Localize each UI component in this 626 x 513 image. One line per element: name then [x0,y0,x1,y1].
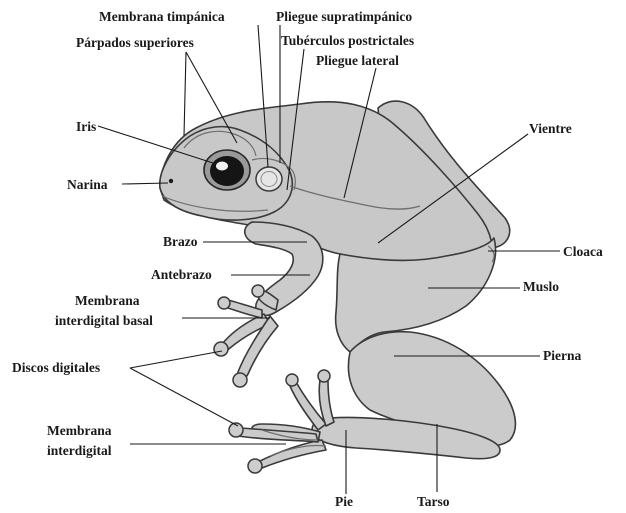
label-cloaca: Cloaca [563,244,603,259]
toe-disc-2 [248,459,262,473]
line-discos-1 [130,351,222,368]
toe-disc-3 [286,374,298,386]
label-membrana-timpanica: Membrana timpánica [99,9,225,24]
label-membrana-basal-line2: interdigital basal [55,313,153,328]
label-membrana-basal-line1: Membrana [75,293,140,308]
label-vientre: Vientre [529,121,572,136]
label-membrana-interdigital-line2: interdigital [47,443,112,458]
label-pie: Pie [335,494,353,509]
eye [204,150,250,190]
tympanic-membrane [256,167,282,191]
label-muslo: Muslo [523,279,559,294]
front-arm [245,222,323,315]
label-antebrazo: Antebrazo [151,267,212,282]
line-parpados-1 [184,52,186,136]
label-brazo: Brazo [163,234,198,249]
label-tarso: Tarso [417,494,450,509]
label-narina: Narina [67,177,108,192]
toe-disc-4 [318,370,330,382]
label-pierna: Pierna [543,348,581,363]
label-membrana-interdigital-line1: Membrana [47,423,112,438]
label-pliegue-lateral: Pliegue lateral [316,53,399,68]
label-parpados-superiores: Párpados superiores [76,35,194,50]
front-fingers [214,285,278,387]
finger-disc-1 [252,285,264,297]
finger-disc-4 [218,297,230,309]
label-discos-digitales: Discos digitales [12,360,100,375]
label-iris: Iris [76,119,96,134]
finger-disc-2 [214,342,228,356]
line-discos-2 [130,368,238,426]
finger-disc-3 [233,373,247,387]
label-tuberculos-postrictales: Tubérculos postrictales [281,33,414,48]
frog-illustration [160,101,516,473]
label-pliegue-supratimpanico: Pliegue supratimpánico [276,9,412,24]
nostril [169,179,173,183]
